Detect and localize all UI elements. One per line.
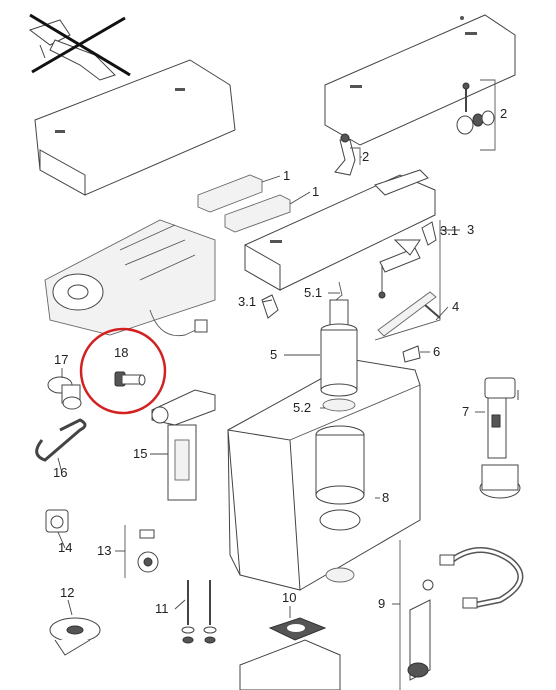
part-1-blocks — [197, 174, 291, 233]
part-10-gasket — [268, 617, 327, 641]
part-18-fitting — [114, 371, 146, 387]
part-9-hose — [399, 540, 524, 690]
callout-18: 18 — [114, 345, 128, 360]
callout-12: 12 — [60, 585, 74, 600]
part-16-hook — [35, 418, 87, 462]
callout-6: 6 — [433, 344, 440, 359]
bottom-plate — [239, 639, 341, 690]
part-7-fill-valve — [479, 377, 521, 499]
callout-7: 7 — [462, 404, 469, 419]
callout-2a: 2 — [362, 149, 369, 164]
part-4-rod — [377, 291, 441, 337]
callout-14: 14 — [58, 540, 72, 555]
callout-15: 15 — [133, 446, 147, 461]
callout-5: 5 — [270, 347, 277, 362]
callout-2b: 2 — [500, 106, 507, 121]
callout-labels: 1 1 2 2 3 3.1 3.1 4 5 5.1 5.2 6 7 8 9 10… — [53, 106, 507, 616]
callout-5-1: 5.1 — [304, 285, 322, 300]
callout-11: 11 — [155, 601, 169, 616]
callout-13: 13 — [97, 543, 111, 558]
callout-3-1a: 3.1 — [440, 223, 458, 238]
part-17-plug — [47, 376, 82, 410]
callout-4: 4 — [452, 299, 459, 314]
part-6-cap — [402, 345, 421, 363]
callout-16: 16 — [53, 465, 67, 480]
part-13-bracket — [124, 525, 159, 578]
callout-8: 8 — [382, 490, 389, 505]
callout-9: 9 — [378, 596, 385, 611]
leader-lines — [57, 156, 485, 618]
callout-10: 10 — [282, 590, 296, 605]
part-11-bolts — [181, 580, 217, 644]
top-cover-panel — [324, 14, 516, 146]
flush-valve — [315, 281, 365, 583]
callout-3-1b: 3.1 — [238, 294, 256, 309]
cistern-lid — [244, 169, 436, 291]
part-18-highlight-circle — [79, 327, 167, 415]
callout-17: 17 — [54, 352, 68, 367]
callout-3: 3 — [467, 222, 474, 237]
part-3-internals — [374, 220, 441, 341]
callout-1a: 1 — [283, 168, 290, 183]
part-2-hardware — [456, 79, 496, 151]
part-14-nut — [45, 509, 69, 533]
callout-1b: 1 — [312, 184, 319, 199]
old-cistern-frame — [44, 219, 216, 337]
part-2-lever — [334, 133, 361, 176]
callout-5-2: 5.2 — [293, 400, 311, 415]
crossed-out-old-part — [28, 13, 131, 81]
part-15-fill-valve — [151, 389, 216, 501]
part-12-roll — [49, 617, 101, 656]
old-cover-panel — [34, 59, 236, 196]
